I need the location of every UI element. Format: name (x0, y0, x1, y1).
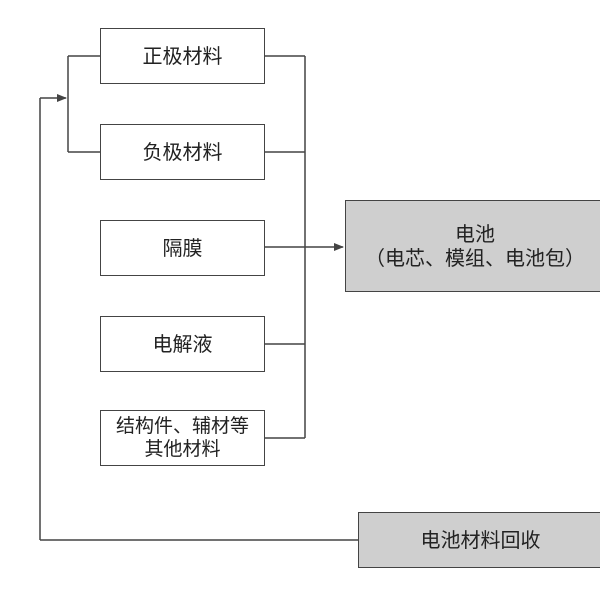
other-materials-box: 结构件、辅材等 其他材料 (100, 410, 265, 466)
anode-material-box: 负极材料 (100, 124, 265, 180)
battery-subtitle: （电芯、模组、电池包） (365, 246, 585, 270)
battery-recycling-box: 电池材料回收 (358, 512, 600, 568)
separator-label: 隔膜 (162, 236, 203, 260)
electrolyte-box: 电解液 (100, 316, 265, 372)
battery-title: 电池 (455, 222, 495, 246)
battery-box: 电池 （电芯、模组、电池包） (345, 200, 600, 292)
other-materials-label-line1: 结构件、辅材等 (115, 415, 249, 438)
other-materials-label-line2: 其他材料 (144, 438, 221, 460)
electrolyte-label: 电解液 (152, 332, 213, 356)
battery-recycling-label: 电池材料回收 (420, 528, 541, 552)
separator-box: 隔膜 (100, 220, 265, 276)
cathode-material-label: 正极材料 (142, 44, 223, 68)
anode-material-label: 负极材料 (142, 140, 223, 164)
cathode-material-box: 正极材料 (100, 28, 265, 84)
